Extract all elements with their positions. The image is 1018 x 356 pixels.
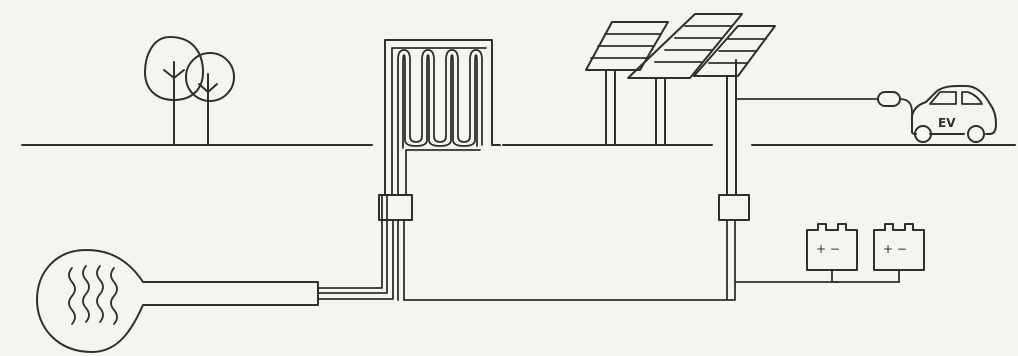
radiator-icon (384, 39, 501, 196)
solar-panels-icon (585, 13, 776, 196)
battery-2-icon: + − (873, 223, 925, 283)
junction-box-right (718, 194, 750, 221)
battery-2-terminals: + − (883, 242, 907, 256)
ev-label: EV (938, 116, 956, 130)
battery-1-icon: + − (806, 223, 858, 283)
solar-panel-middle (627, 13, 743, 146)
tree-large-icon (144, 36, 204, 146)
main-circuit-line (403, 219, 839, 301)
solar-panel-right (693, 25, 776, 196)
ev-car-rear-wheel (914, 125, 932, 143)
tree-small-icon (185, 52, 235, 146)
trees-icon (144, 36, 235, 146)
batteries-icon: + − + − (806, 223, 925, 283)
solar-panel-left (585, 21, 669, 146)
battery-1-terminals: + − (816, 242, 840, 256)
ev-charging-cable (735, 91, 913, 121)
heat-waves-icon (68, 265, 118, 325)
ev-car-front-wheel (967, 125, 985, 143)
junction-box-left (378, 194, 413, 221)
ev-car-icon: EV (911, 85, 997, 143)
charger-plug-icon (877, 91, 901, 107)
geothermal-pipes (317, 194, 399, 301)
geothermal-source-icon (36, 249, 319, 353)
